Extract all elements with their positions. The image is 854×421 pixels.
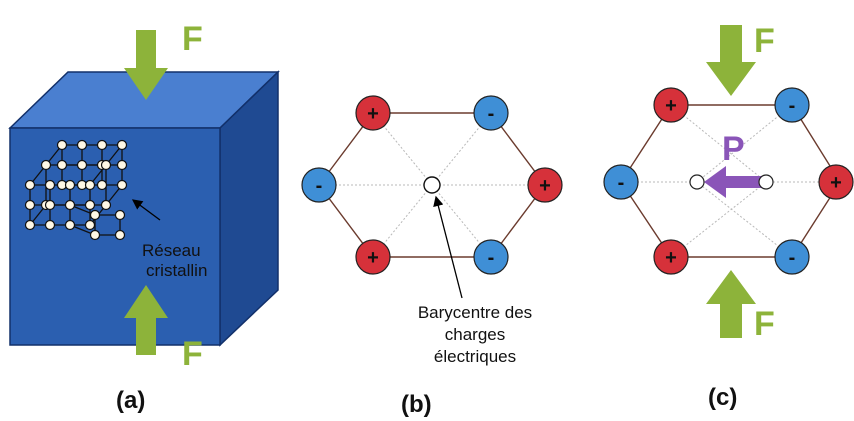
svg-text:-: - [488, 103, 495, 125]
svg-text:-: - [789, 95, 796, 117]
lattice-atoms [24, 139, 128, 241]
ion-c-bottom-left: + [653, 239, 689, 275]
lattice-label-line1: Réseau [142, 241, 201, 260]
svg-text:+: + [830, 172, 842, 194]
svg-text:+: + [367, 247, 379, 269]
lattice-label-line2: cristallin [146, 261, 207, 280]
polarization-arrow [704, 166, 762, 198]
ion-b-top-right: - [473, 95, 509, 131]
barycentre-label-line1: Barycentre des [418, 303, 532, 322]
svg-text:+: + [539, 175, 551, 197]
panel-a: Réseau cristallin F F (a) [8, 20, 280, 414]
ion-c-left: - [603, 164, 639, 200]
ion-c-right: + [818, 164, 854, 200]
panel-b: + - - + + - Barycentre des charges élect… [301, 95, 563, 418]
ion-c-top-right: - [774, 87, 810, 123]
caption-b: (b) [401, 391, 432, 418]
force-label-top-a: F [182, 20, 203, 58]
force-arrow-down-a [124, 30, 168, 100]
force-label-top-c: F [754, 22, 775, 60]
caption-c: (c) [708, 384, 737, 411]
panel-c: F F P + - - + + - (c) [603, 22, 854, 411]
barycentre-pointer-arrow [433, 195, 463, 299]
ion-b-top-left: + [355, 95, 391, 131]
ion-b-bottom-right: - [473, 239, 509, 275]
force-label-bottom-a: F [182, 335, 203, 373]
barycentre-label-line3: électriques [434, 347, 516, 366]
caption-a: (a) [116, 387, 145, 414]
ion-c-bottom-right: - [774, 239, 810, 275]
force-arrow-up-a [124, 285, 168, 355]
polarization-label: P [722, 130, 745, 168]
svg-text:-: - [488, 247, 495, 269]
svg-text:-: - [789, 247, 796, 269]
ion-b-bottom-left: + [355, 239, 391, 275]
negative-barycentre [689, 174, 705, 190]
ion-b-right: + [527, 167, 563, 203]
force-arrow-up-c [706, 270, 756, 338]
force-label-bottom-c: F [754, 305, 775, 343]
svg-text:+: + [665, 95, 677, 117]
charge-barycentre [423, 176, 441, 194]
svg-text:-: - [618, 172, 625, 194]
lattice-pointer-arrow [131, 199, 161, 221]
ion-b-left: - [301, 167, 337, 203]
svg-text:-: - [316, 175, 323, 197]
barycentre-label-line2: charges [445, 325, 505, 344]
positive-barycentre [758, 174, 774, 190]
svg-text:+: + [367, 103, 379, 125]
cube-front-face [9, 127, 221, 346]
ion-c-top-left: + [653, 87, 689, 123]
svg-text:+: + [665, 247, 677, 269]
force-arrow-down-c [706, 25, 756, 96]
